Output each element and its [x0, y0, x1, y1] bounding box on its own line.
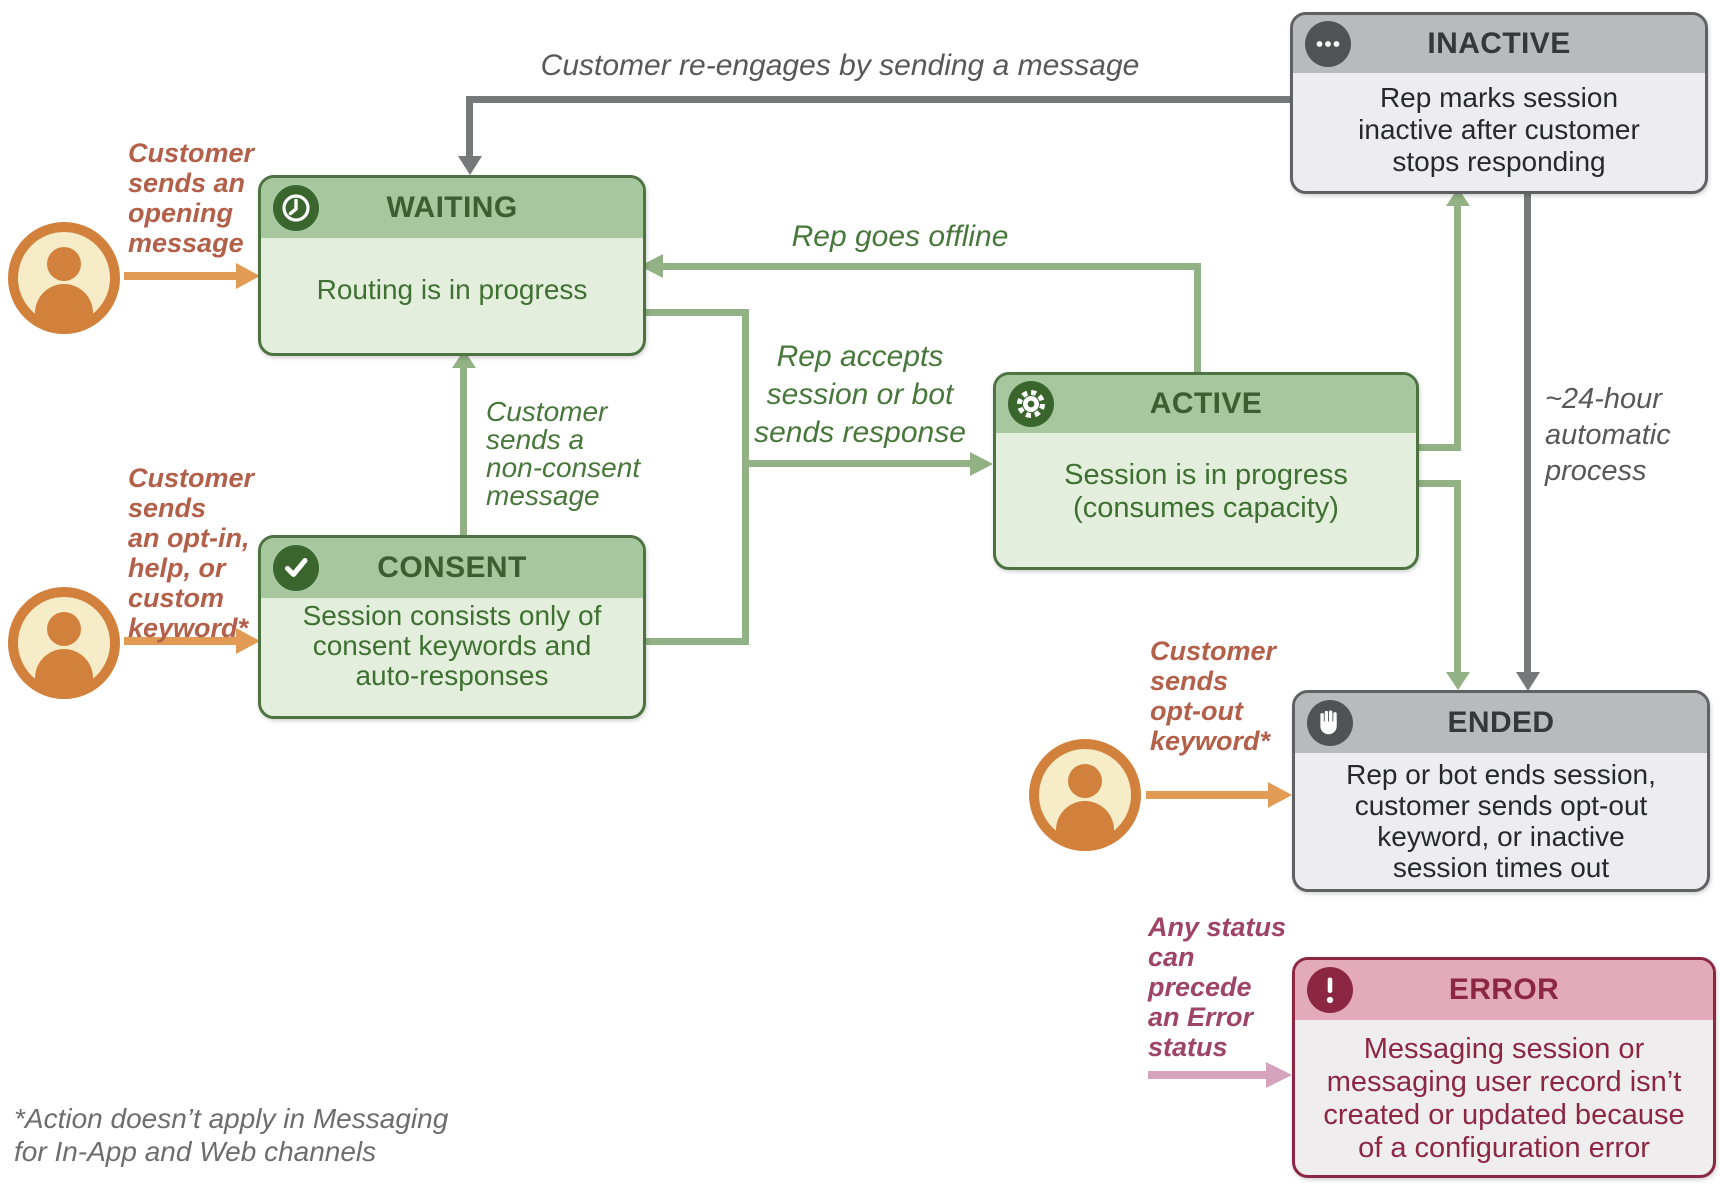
active-header: ACTIVE	[996, 375, 1416, 433]
waiting-title: WAITING	[386, 191, 518, 224]
label-customer-opt-out-keyword: Customer sends opt-out keyword*	[1150, 636, 1277, 756]
person-icon	[8, 222, 120, 334]
check-icon	[273, 545, 319, 591]
error-title: ERROR	[1448, 973, 1560, 1006]
edge-any-status-to-error	[1148, 1071, 1266, 1079]
edge-active-to-ended-horizontal	[1413, 480, 1461, 487]
edge-customer-to-waiting	[124, 272, 236, 280]
arrowhead-into-ended-left	[1268, 782, 1292, 808]
arrowhead-into-waiting-left	[236, 263, 260, 289]
label-any-status-precede-error: Any status can precede an Error status	[1148, 912, 1287, 1062]
label-customer-opening-message: Customer sends an opening message	[128, 138, 255, 258]
state-box-error: ERROR Messaging session or messaging use…	[1292, 957, 1716, 1178]
state-box-waiting: WAITING Routing is in progress	[258, 175, 646, 356]
edge-active-to-inactive-horizontal	[1413, 444, 1461, 451]
edge-active-to-waiting-vertical	[1194, 263, 1201, 372]
edge-customer-to-consent	[124, 637, 236, 645]
edge-inactive-to-waiting-horizontal	[466, 96, 1290, 103]
label-customer-opt-in-keyword: Customer sends an opt-in, help, or custo…	[128, 463, 255, 643]
arrowhead-into-error-left	[1266, 1062, 1292, 1088]
footnote-action-disclaimer: *Action doesn’t apply in Messaging for I…	[14, 1103, 449, 1167]
arrowhead-into-active-left	[970, 452, 993, 476]
customer-avatar-opening	[6, 220, 122, 336]
consent-title: CONSENT	[377, 551, 527, 584]
inactive-header: INACTIVE	[1293, 15, 1705, 73]
customer-avatar-opt-out	[1027, 737, 1143, 853]
active-description: Session is in progress (consumes capacit…	[1064, 459, 1348, 524]
label-non-consent-message: Customer sends a non-consent message	[486, 396, 641, 511]
error-header: ERROR	[1295, 960, 1713, 1020]
person-icon	[8, 587, 120, 699]
edge-active-to-waiting-horizontal	[663, 263, 1201, 270]
edge-inactive-to-waiting-vertical	[466, 96, 473, 156]
arrowhead-into-waiting-top	[458, 156, 482, 175]
edge-active-to-ended-vertical	[1454, 480, 1461, 672]
ended-title: ENDED	[1447, 706, 1555, 739]
edge-customer-to-ended	[1146, 791, 1268, 799]
consent-description: Session consists only of consent keyword…	[302, 600, 602, 691]
edge-consent-to-waiting-vertical	[460, 368, 467, 535]
label-rep-accepts-session: Rep accepts session or bot sends respons…	[754, 340, 966, 449]
waiting-description: Routing is in progress	[316, 274, 588, 305]
error-description: Messaging session or messaging user reco…	[1323, 1033, 1685, 1164]
consent-header: CONSENT	[261, 538, 643, 598]
label-24-hour-automatic-process: ~24-hour automatic process	[1545, 383, 1671, 487]
edge-active-to-inactive-vertical	[1454, 206, 1461, 451]
arrowhead-into-consent-left	[236, 628, 260, 654]
label-customer-re-engages: Customer re-engages by sending a message	[540, 49, 1140, 82]
edge-junction-vertical	[742, 309, 749, 645]
active-title: ACTIVE	[1149, 387, 1263, 420]
state-box-ended: ENDED Rep or bot ends session, customer …	[1292, 690, 1710, 892]
arrowhead-gray-into-ended-top	[1516, 672, 1540, 691]
person-icon	[1029, 739, 1141, 851]
waiting-header: WAITING	[261, 178, 643, 238]
state-box-consent: CONSENT Session consists only of consent…	[258, 535, 646, 719]
gear-icon	[1008, 381, 1054, 427]
ended-header: ENDED	[1295, 693, 1707, 753]
arrowhead-green-into-ended-top	[1446, 672, 1470, 690]
ended-description: Rep or bot ends session, customer sends …	[1346, 759, 1656, 883]
inactive-title: INACTIVE	[1427, 27, 1571, 60]
label-rep-goes-offline: Rep goes offline	[791, 220, 1009, 253]
edge-junction-to-active	[742, 460, 970, 467]
hand-icon	[1307, 700, 1353, 746]
ellipsis-icon	[1305, 21, 1351, 67]
edge-consent-to-junction	[640, 638, 749, 645]
inactive-description: Rep marks session inactive after custome…	[1358, 82, 1640, 177]
edge-inactive-to-ended-vertical	[1524, 188, 1531, 672]
clock-icon	[273, 185, 319, 231]
state-box-active: ACTIVE Session is in progress (consumes …	[993, 372, 1419, 570]
state-box-inactive: INACTIVE Rep marks session inactive afte…	[1290, 12, 1708, 194]
edge-waiting-to-junction	[640, 309, 749, 316]
customer-avatar-opt-in	[6, 585, 122, 701]
exclamation-icon	[1307, 967, 1353, 1013]
